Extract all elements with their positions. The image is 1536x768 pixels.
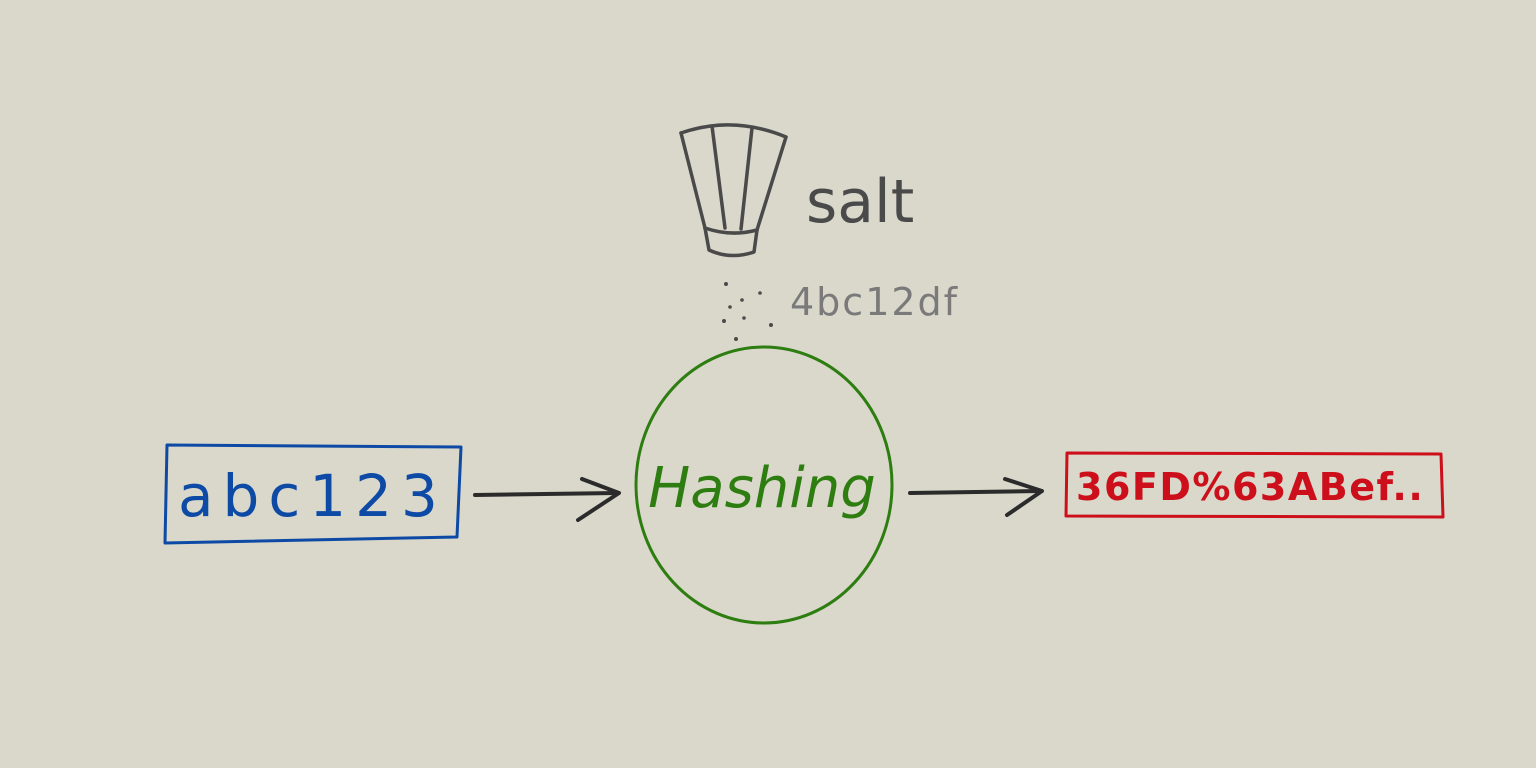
salt-label: salt (806, 167, 914, 237)
input-text: abc123 (178, 462, 447, 530)
output-text: 36FD%63ABef.. (1076, 465, 1424, 509)
salt-shaker-icon (679, 123, 788, 258)
salt-value: 4bc12df (790, 280, 959, 324)
salt-grains (722, 282, 773, 341)
arrow-hashing-to-output (908, 477, 1044, 517)
hashing-node: Hashing (634, 345, 894, 625)
input-box: abc123 (163, 443, 463, 545)
hashing-text: Hashing (648, 456, 876, 521)
arrow-input-to-hashing (473, 477, 621, 522)
output-box: 36FD%63ABef.. (1064, 451, 1445, 519)
